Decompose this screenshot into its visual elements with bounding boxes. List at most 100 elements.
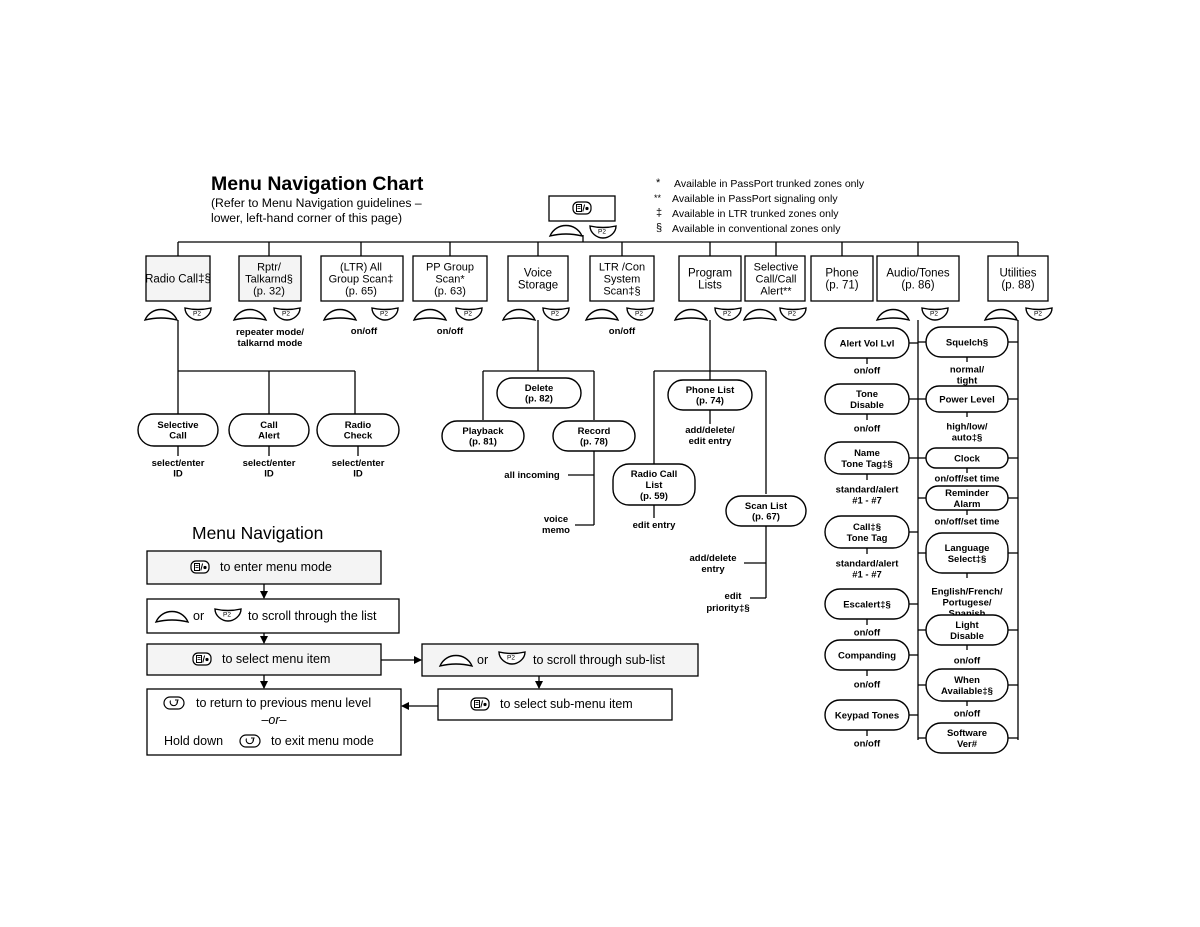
submenu-label: Light bbox=[955, 620, 979, 631]
option-note: on/off/set time bbox=[935, 516, 1000, 527]
submenu-label: Phone List bbox=[686, 385, 735, 396]
menu-box bbox=[238, 255, 302, 302]
nav-step-or-label: –or– bbox=[260, 713, 287, 727]
menu-label: Voice bbox=[524, 268, 552, 280]
chart-title: Menu Navigation Chart bbox=[211, 173, 424, 195]
scroll-down-button-icon bbox=[921, 307, 949, 321]
legend: * Available in PassPort trunked zones on… bbox=[654, 177, 865, 235]
menu-label: (p. 88) bbox=[1001, 280, 1034, 292]
menu-label: Phone bbox=[825, 268, 858, 280]
option-note: select/enter bbox=[243, 458, 296, 469]
audio-sub-0: Alert Vol Lvl bbox=[824, 327, 910, 359]
menu-item-phone: Phone(p. 71) bbox=[810, 242, 874, 302]
submenu-label: Tone Tag bbox=[847, 533, 888, 544]
menu-box bbox=[507, 255, 569, 302]
scroll-down-button-icon bbox=[626, 307, 654, 321]
submenu-label: Scan List bbox=[745, 501, 788, 512]
submenu-label: Ver# bbox=[957, 739, 978, 750]
option-note: all incoming bbox=[504, 470, 560, 481]
submenu-label: Check bbox=[344, 431, 373, 442]
submenu-label: Selective bbox=[157, 420, 198, 431]
submenu-label: Alert Vol Lvl bbox=[840, 338, 895, 349]
option-note: edit entry bbox=[633, 520, 676, 531]
submenu-label: Companding bbox=[838, 650, 896, 661]
menu-item-radio-call: Radio Call‡§ bbox=[144, 242, 212, 321]
scroll-up-button-icon bbox=[413, 308, 447, 321]
nav-step-scroll-label: to scroll through the list bbox=[248, 609, 377, 623]
nav-step-enter-box bbox=[146, 550, 382, 585]
submenu-label: Tone bbox=[856, 389, 878, 400]
menu-label: Utilities bbox=[999, 268, 1036, 280]
submenu-label: Disable bbox=[850, 400, 884, 411]
legend-symbol: * bbox=[656, 177, 661, 189]
submenu-label: Delete bbox=[525, 383, 554, 394]
legend-symbol: ** bbox=[654, 193, 662, 203]
submenu-label: Alert bbox=[258, 431, 280, 442]
menu-label: Rptr/ bbox=[257, 261, 282, 273]
submenu-label: Software bbox=[947, 728, 987, 739]
scroll-up-button-icon bbox=[585, 308, 619, 321]
nav-or-label: or bbox=[193, 609, 204, 623]
menu-box bbox=[678, 255, 742, 302]
nav-title: Menu Navigation bbox=[192, 523, 323, 543]
option-note: on/off bbox=[854, 738, 881, 749]
scroll-down-button-icon bbox=[371, 307, 399, 321]
option-note: repeater mode/ bbox=[236, 327, 304, 338]
menu-label: Alert** bbox=[760, 285, 792, 297]
scroll-down-button-icon bbox=[779, 307, 807, 321]
scroll-down-button-icon bbox=[455, 307, 483, 321]
option-note: edit entry bbox=[689, 436, 732, 447]
scroll-down-button-icon bbox=[184, 307, 212, 321]
submenu-label: Call‡§ bbox=[853, 522, 881, 533]
menu-box bbox=[320, 255, 404, 302]
option-note: ID bbox=[353, 469, 363, 480]
submenu-label: Squelch§ bbox=[946, 337, 988, 348]
chart-subtitle-line-1: (Refer to Menu Navigation guidelines – bbox=[211, 196, 422, 210]
submenu-label: (p. 59) bbox=[640, 491, 668, 502]
menu-label: Audio/Tones bbox=[886, 268, 950, 280]
scroll-down-button-icon bbox=[1025, 307, 1053, 321]
menu-label: Lists bbox=[698, 280, 722, 292]
nav-step-submenu-label: to select sub-menu item bbox=[500, 697, 633, 711]
option-note: entry bbox=[701, 564, 725, 575]
option-note: English/French/ bbox=[931, 586, 1003, 597]
submenu-label: Keypad Tones bbox=[835, 710, 899, 721]
submenu-label: Reminder bbox=[945, 488, 989, 499]
voice-delete: Delete(p. 82) bbox=[496, 377, 582, 409]
menu-box bbox=[810, 255, 874, 302]
menu-label: System bbox=[604, 273, 641, 285]
nav-step-sublist-label: to scroll through sub-list bbox=[533, 653, 666, 667]
audio-sub-4: Escalert‡§ bbox=[824, 588, 910, 620]
menu-label: (p. 86) bbox=[901, 280, 934, 292]
menu-select-icon bbox=[192, 652, 212, 666]
option-note: edit bbox=[725, 591, 743, 602]
submenu-label: Alarm bbox=[954, 499, 981, 510]
nav-step-return-label: to return to previous menu level bbox=[196, 696, 371, 710]
submenu-label: (p. 67) bbox=[752, 512, 780, 523]
option-note: auto‡§ bbox=[952, 432, 983, 443]
nav-step-scroll-box bbox=[146, 598, 400, 634]
nav-step-return-box bbox=[146, 688, 402, 756]
menu-label: Group Scan‡ bbox=[329, 273, 394, 285]
menu-label: (LTR) All bbox=[340, 261, 382, 273]
option-note: on/off/set time bbox=[935, 473, 1000, 484]
menu-label: LTR /Con bbox=[599, 261, 645, 273]
menu-box bbox=[744, 255, 806, 302]
menu-label: (p. 63) bbox=[434, 285, 466, 297]
submenu-label: Playback bbox=[462, 426, 504, 437]
audio-sub-6: Keypad Tones bbox=[824, 699, 910, 731]
menu-item-rptr-talkarnd: Rptr/Talkarnd§(p. 32) bbox=[233, 242, 302, 321]
voice-record: Record(p. 78) bbox=[552, 420, 636, 452]
nav-step-exit-label: to exit menu mode bbox=[271, 734, 374, 748]
submenu-label: Call bbox=[169, 431, 186, 442]
option-note: ID bbox=[173, 469, 183, 480]
